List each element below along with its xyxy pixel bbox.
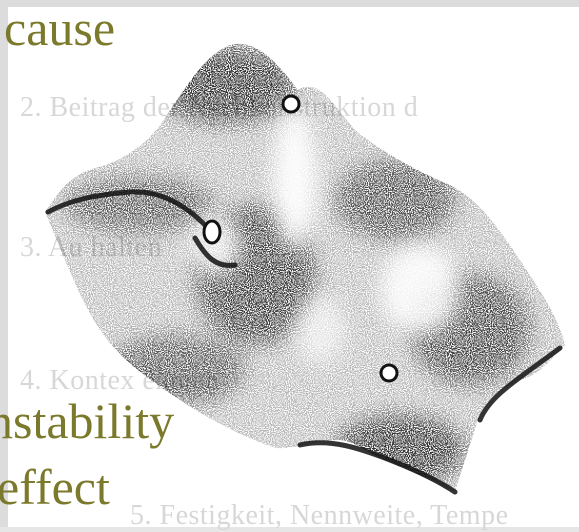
stable-point-right (381, 365, 397, 381)
caption-instability: nstability (0, 396, 174, 446)
caption-cause: cause (4, 3, 115, 53)
center-highlight (295, 295, 345, 365)
metastable-point-left (204, 221, 220, 243)
peak-highlight (273, 110, 317, 250)
ridge-top-shade (155, 47, 295, 123)
caption-effect: effect (0, 462, 110, 512)
right-slope-shade (335, 160, 455, 240)
right-hill-highlight (380, 245, 460, 335)
unstable-point-peak (283, 96, 299, 112)
ridge-left-shade (65, 177, 215, 233)
